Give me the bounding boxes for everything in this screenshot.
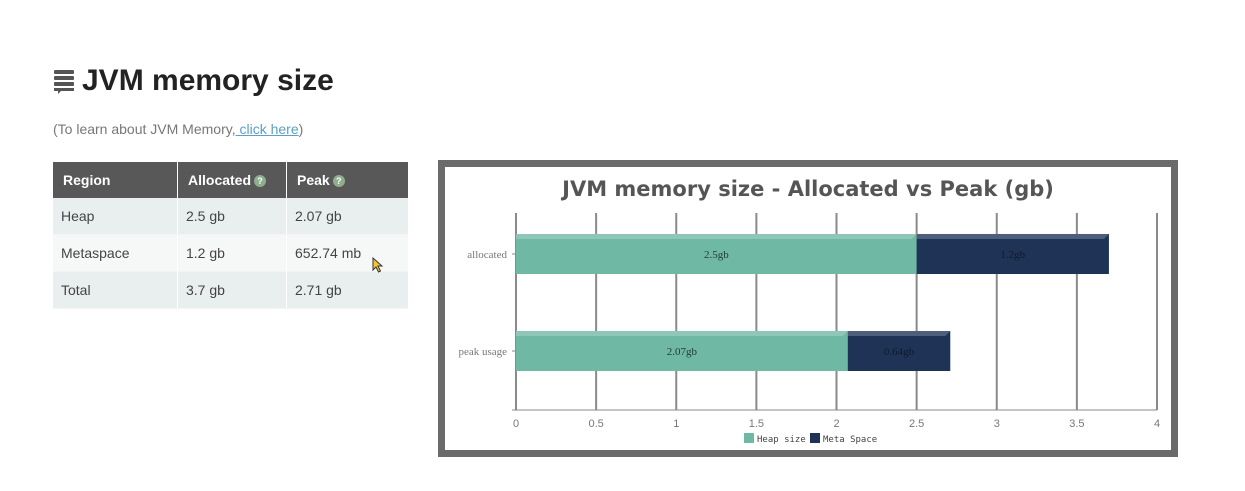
chart-title: JVM memory size - Allocated vs Peak (gb)	[560, 177, 1054, 201]
x-tick-label: 3	[994, 418, 1000, 430]
mouse-cursor-icon	[372, 257, 384, 273]
cell-peak: 2.07 gb	[286, 198, 408, 235]
bar-bevel	[847, 331, 951, 336]
bar-bevel	[916, 234, 1109, 239]
bar-segment	[847, 331, 951, 371]
help-icon[interactable]: ?	[332, 175, 345, 187]
note-suffix: )	[298, 121, 304, 137]
bar-data-label: 0.64gb	[884, 346, 915, 358]
learn-more-note: (To learn about JVM Memory, click here)	[53, 121, 303, 137]
x-tick-label: 0.5	[588, 418, 603, 430]
cell-region: Total	[53, 271, 178, 309]
cell-allocated: 1.2 gb	[177, 234, 287, 272]
legend-swatch	[744, 433, 754, 443]
x-tick-label: 1	[673, 418, 679, 430]
y-category-label: peak usage	[458, 346, 507, 358]
cell-allocated: 2.5 gb	[177, 198, 287, 235]
header-label: Allocated	[188, 172, 252, 188]
help-icon[interactable]: ?	[254, 175, 267, 187]
bar-data-label: 1.2gb	[1000, 249, 1025, 261]
header-allocated: Allocated?	[177, 162, 287, 198]
table-row: Heap 2.5 gb 2.07 gb	[53, 198, 408, 235]
memory-table: Region Allocated? Peak? Heap 2.5 gb 2.07…	[53, 162, 408, 309]
x-tick-label: 1.5	[749, 418, 764, 430]
bar-segment	[516, 331, 848, 371]
bar-segment	[916, 234, 1109, 274]
y-category-label: allocated	[467, 249, 507, 261]
cell-peak: 652.74 mb	[286, 234, 408, 272]
legend-swatch	[810, 433, 820, 443]
table-row: Total 3.7 gb 2.71 gb	[53, 271, 408, 309]
x-tick-label: 4	[1154, 418, 1160, 430]
click-here-link[interactable]: click here	[235, 121, 299, 137]
cell-peak: 2.71 gb	[286, 271, 408, 309]
bar-bevel	[516, 234, 917, 239]
title-row: JVM memory size	[53, 64, 334, 98]
x-tick-label: 2	[833, 418, 839, 430]
header-label: Region	[63, 172, 111, 188]
chart-canvas: JVM memory size - Allocated vs Peak (gb)…	[458, 177, 1160, 445]
bar-data-label: 2.07gb	[667, 346, 698, 358]
legend-label: Heap size	[757, 435, 806, 445]
cell-allocated: 3.7 gb	[177, 271, 287, 309]
stacked-paper-icon	[54, 70, 74, 94]
header-peak: Peak?	[286, 162, 408, 198]
header-label: Peak	[297, 172, 330, 188]
table-header-row: Region Allocated? Peak?	[53, 162, 408, 198]
note-prefix: (To learn about JVM Memory,	[53, 121, 236, 137]
table-row: Metaspace 1.2 gb 652.74 mb	[53, 234, 408, 272]
page-title: JVM memory size	[82, 64, 334, 97]
cell-region: Metaspace	[53, 234, 178, 272]
bar-segment	[516, 234, 917, 274]
header-region: Region	[53, 162, 178, 198]
bar-bevel	[516, 331, 848, 336]
x-tick-label: 2.5	[909, 418, 924, 430]
legend-label: Meta Space	[823, 435, 877, 445]
cell-region: Heap	[53, 198, 178, 235]
x-tick-label: 0	[513, 418, 519, 430]
bar-data-label: 2.5gb	[704, 249, 729, 261]
memory-chart: JVM memory size - Allocated vs Peak (gb)…	[438, 160, 1178, 457]
x-tick-label: 3.5	[1069, 418, 1084, 430]
